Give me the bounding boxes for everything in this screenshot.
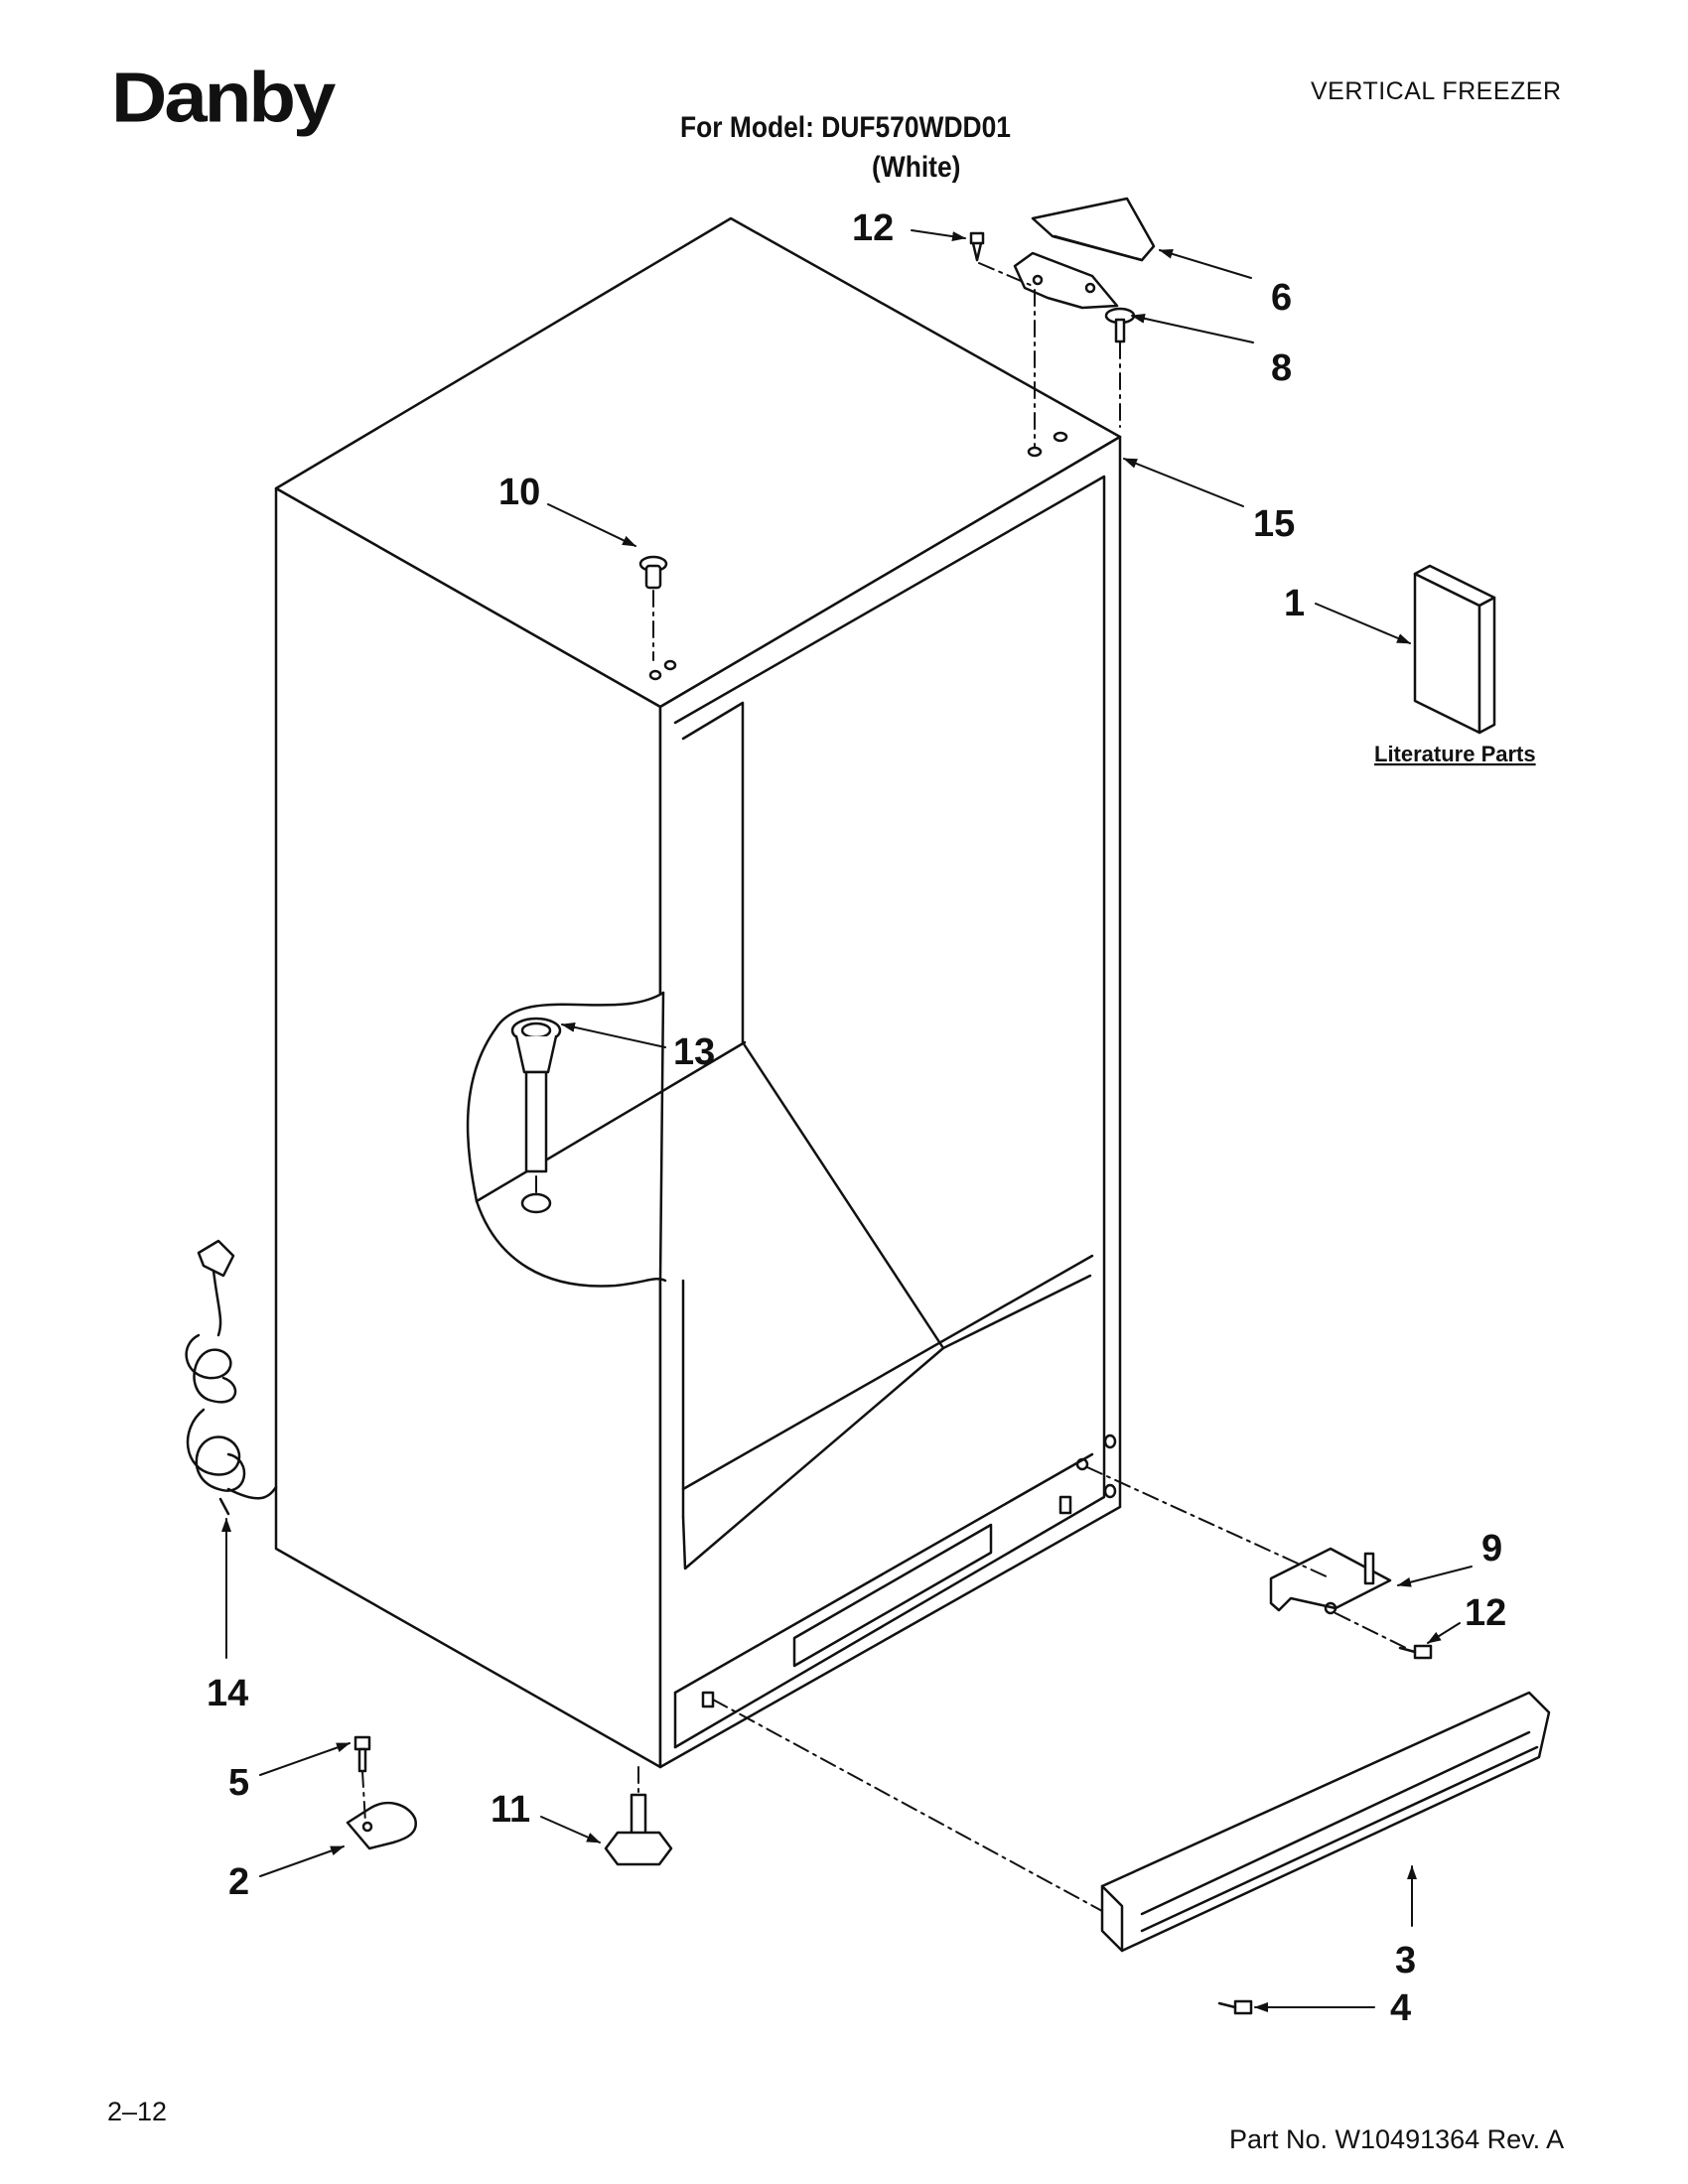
callout-10: 10 — [498, 472, 540, 513]
callout-12-top: 12 — [852, 207, 894, 249]
literature-parts-label: Literature Parts — [1374, 742, 1536, 766]
callout-11: 11 — [491, 1789, 530, 1831]
screw-part-5 — [353, 1735, 371, 1773]
drain-tube-part-13 — [510, 1017, 562, 1214]
callout-9: 9 — [1481, 1528, 1502, 1570]
leveling-leg-part-11 — [604, 1793, 673, 1866]
clamp-part-2 — [346, 1801, 418, 1850]
model-variant: (White) — [872, 151, 961, 184]
brand-logo: Danby — [111, 57, 336, 138]
callout-8: 8 — [1271, 347, 1292, 389]
callout-6: 6 — [1271, 277, 1292, 319]
top-hinge-part-8 — [1013, 251, 1136, 343]
callout-5: 5 — [228, 1762, 249, 1804]
literature-part-1 — [1413, 564, 1496, 735]
power-cord-part-14 — [185, 1239, 278, 1516]
plug-part-10 — [638, 555, 668, 590]
callout-14: 14 — [207, 1673, 248, 1714]
callout-2: 2 — [228, 1861, 249, 1903]
callout-13: 13 — [673, 1031, 715, 1073]
screw-part-12-bottom — [1398, 1644, 1433, 1660]
bottom-hinge-part-9 — [1269, 1547, 1392, 1615]
page-number: 2–12 — [107, 2097, 168, 2126]
callout-1: 1 — [1284, 583, 1305, 624]
grille-part-3 — [1100, 1691, 1551, 1953]
callout-15: 15 — [1253, 503, 1295, 545]
screw-part-12-top — [969, 231, 985, 262]
callout-3: 3 — [1395, 1940, 1416, 1981]
part-number: Part No. W10491364 Rev. A — [1229, 2124, 1565, 2154]
model-line: For Model: DUF570WDD01 — [680, 111, 1011, 144]
document-type: VERTICAL FREEZER — [1311, 77, 1562, 105]
screw-part-4 — [1217, 1999, 1253, 2015]
hinge-cover-part-6 — [1031, 197, 1156, 262]
freezer-cabinet — [274, 216, 1122, 1769]
cutaway-view — [466, 991, 747, 1288]
callout-12-bottom: 12 — [1465, 1592, 1506, 1634]
assembly-lines — [361, 262, 1411, 1912]
callout-arrows — [221, 229, 1473, 2012]
callout-4: 4 — [1390, 1987, 1411, 2029]
